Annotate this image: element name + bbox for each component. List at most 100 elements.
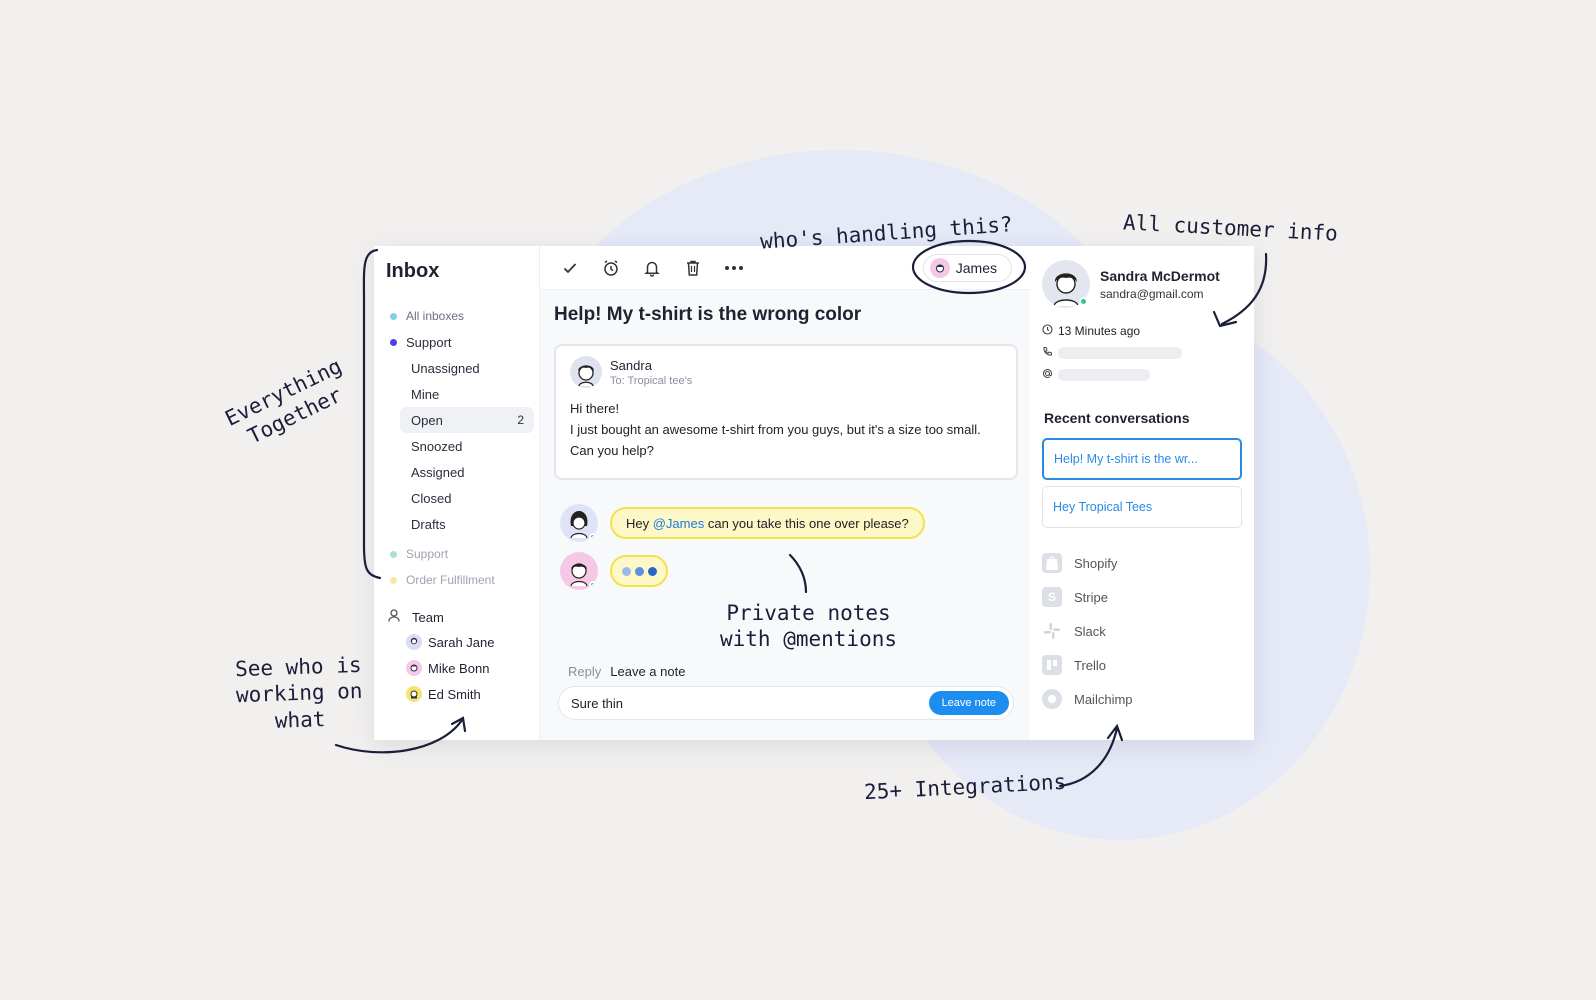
sidebar-item-label: All inboxes [406, 309, 465, 323]
integration-label: Mailchimp [1074, 691, 1133, 707]
customer-header: Sandra McDermot sandra@gmail.com [1042, 260, 1242, 308]
sidebar-item-unassigned[interactable]: Unassigned [386, 355, 529, 381]
sidebar-item-order-fulfillment[interactable]: Order Fulfillment [386, 567, 529, 593]
last-seen: 13 Minutes ago [1042, 320, 1242, 342]
recent-conversation-item[interactable]: Hey Tropical Tees [1042, 486, 1242, 528]
typing-dot-icon [634, 566, 644, 576]
message-line: Hi there! [570, 401, 620, 416]
team-member-mike-bonn[interactable]: Mike Bonn [386, 655, 529, 681]
assignee-name: James [955, 259, 997, 276]
sidebar-item-snoozed[interactable]: Snoozed [386, 433, 529, 459]
annotation-private-notes: Private notes with @mentions [720, 600, 897, 653]
annotation-all-customer-info: All customer info [1122, 210, 1339, 246]
online-indicator-icon [1079, 297, 1088, 306]
sidebar: Inbox All inboxes Support Unassigned Min… [374, 246, 540, 740]
stripe-icon: S [1042, 587, 1062, 607]
team-member-sarah-jane[interactable]: Sarah Jane [386, 629, 529, 655]
integration-trello[interactable]: Trello [1042, 648, 1242, 682]
customer-message: Sandra To: Tropical tee's Hi there! I ju… [554, 344, 1018, 480]
sidebar-item-open[interactable]: Open 2 [400, 407, 534, 433]
typing-dot-icon [647, 566, 657, 576]
annotation-line: what [274, 706, 326, 733]
typing-indicator [610, 555, 668, 587]
assignee-selector[interactable]: James [922, 253, 1012, 282]
bell-icon[interactable] [640, 256, 664, 280]
tab-leave-note[interactable]: Leave a note [610, 664, 686, 679]
integration-label: Trello [1074, 657, 1107, 673]
sidebar-item-label: Order Fulfillment [406, 573, 495, 587]
sidebar-item-support-2[interactable]: Support [386, 541, 529, 567]
team-member-name: Ed Smith [428, 686, 481, 702]
avatar-icon [570, 356, 602, 388]
avatar-icon [929, 257, 950, 278]
inbox-dot-icon [390, 576, 397, 584]
sidebar-item-mine[interactable]: Mine [386, 381, 529, 407]
note-input[interactable] [571, 695, 929, 711]
mention-link[interactable]: @James [652, 515, 705, 531]
customer-email: sandra@gmail.com [1100, 286, 1204, 301]
clock-icon [1042, 324, 1058, 338]
check-icon[interactable] [558, 256, 582, 280]
sidebar-item-all-inboxes[interactable]: All inboxes [386, 303, 529, 329]
reply-tabs: Reply Leave a note [568, 664, 685, 679]
avatar-icon [406, 686, 422, 702]
recent-conversation-item[interactable]: Help! My t-shirt is the wr... [1042, 438, 1242, 480]
sidebar-item-assigned[interactable]: Assigned [386, 459, 529, 485]
message-body: Hi there! I just bought an awesome t-shi… [570, 398, 1002, 461]
snooze-clock-icon[interactable] [599, 256, 623, 280]
phone-placeholder [1058, 347, 1182, 359]
team-member-name: Mike Bonn [428, 660, 490, 676]
team-member-name: Sarah Jane [428, 634, 495, 650]
team-member-ed-smith[interactable]: Ed Smith [386, 681, 529, 707]
recent-conversations-title: Recent conversations [1044, 410, 1190, 426]
sidebar-item-label: Closed [411, 490, 452, 506]
at-icon [1042, 368, 1058, 382]
open-count-badge: 2 [517, 413, 524, 427]
reply-composer: Leave note [558, 686, 1014, 720]
sidebar-item-support[interactable]: Support [386, 329, 529, 355]
customer-panel: Sandra McDermot sandra@gmail.com 13 Minu… [1030, 246, 1254, 740]
sidebar-item-label: Assigned [411, 464, 465, 480]
phone-icon [1042, 346, 1058, 360]
integration-label: Slack [1074, 623, 1106, 639]
team-label: Team [412, 609, 444, 625]
integrations-list: Shopify S Stripe Slack Trello Mailchimp [1042, 546, 1242, 716]
private-note: Hey @James can you take this one over pl… [560, 504, 1030, 542]
message-recipient: To: Tropical tee's [610, 374, 693, 387]
handle-placeholder [1058, 369, 1150, 381]
slack-icon [1042, 621, 1062, 641]
mailchimp-icon [1042, 689, 1062, 709]
app-window: Inbox All inboxes Support Unassigned Min… [374, 246, 1254, 740]
message-line: Can you help? [570, 443, 654, 458]
note-text-suffix: can you take this one over please? [704, 515, 909, 531]
shopify-icon [1042, 553, 1062, 573]
integration-slack[interactable]: Slack [1042, 614, 1242, 648]
tab-reply[interactable]: Reply [568, 664, 602, 679]
integration-stripe[interactable]: S Stripe [1042, 580, 1242, 614]
more-icon[interactable] [722, 256, 746, 280]
message-sender: Sandra [610, 357, 652, 373]
sidebar-item-drafts[interactable]: Drafts [386, 511, 529, 537]
sidebar-item-closed[interactable]: Closed [386, 485, 529, 511]
integration-shopify[interactable]: Shopify [1042, 546, 1242, 580]
annotation-see-who: See who is working on what [235, 652, 364, 735]
message-header: Sandra To: Tropical tee's [570, 356, 1002, 388]
customer-name: Sandra McDermot [1100, 267, 1220, 284]
sidebar-item-label: Snoozed [411, 438, 463, 454]
message-line: I just bought an awesome t-shirt from yo… [570, 422, 981, 437]
inbox-title: Inbox [386, 260, 440, 282]
integration-mailchimp[interactable]: Mailchimp [1042, 682, 1242, 716]
typing-dot-icon [621, 566, 631, 576]
leave-note-button[interactable]: Leave note [928, 691, 1009, 715]
annotation-line: with @mentions [720, 627, 898, 652]
trello-icon [1042, 655, 1062, 675]
trash-icon[interactable] [681, 256, 705, 280]
conversation-title: Help! My t-shirt is the wrong color [554, 304, 862, 325]
avatar-icon [560, 552, 598, 590]
team-header[interactable]: Team [386, 605, 529, 629]
sidebar-item-label: Open [411, 412, 443, 428]
last-seen-text: 13 Minutes ago [1058, 324, 1141, 338]
avatar-icon [406, 634, 422, 650]
note-bubble: Hey @James can you take this one over pl… [610, 507, 925, 539]
inbox-dot-icon [390, 338, 397, 346]
